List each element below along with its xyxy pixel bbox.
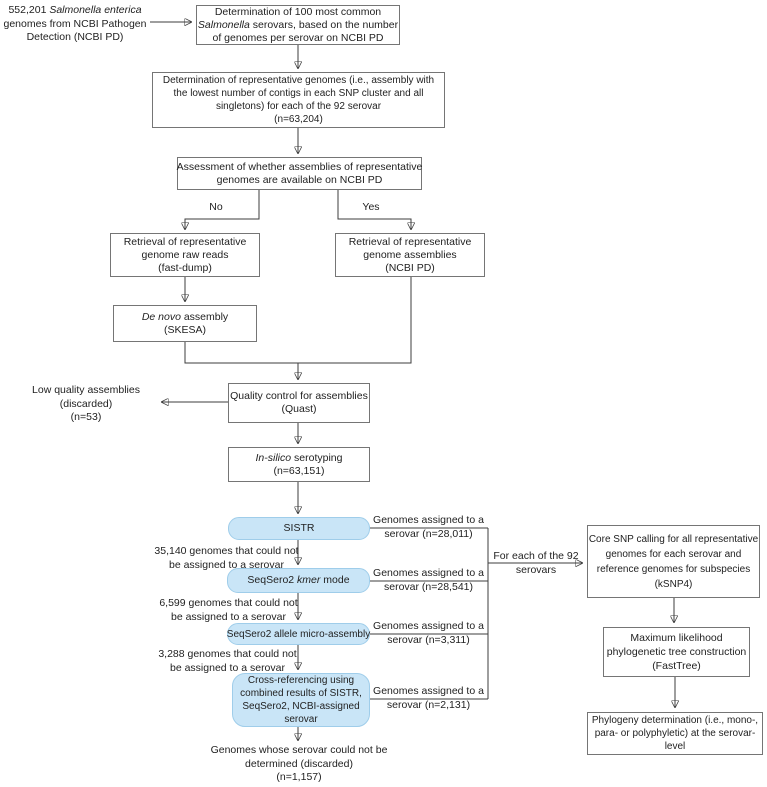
box-denovo-assembly: De novo assembly (SKESA) <box>113 305 257 342</box>
assigned-label-crossref: Genomes assigned to a serovar (n=2,131) <box>371 685 486 712</box>
text-line: Genomes whose serovar could not be <box>210 744 388 756</box>
unassigned-note-allele: 3,288 genomes that could not be assigned… <box>155 648 300 675</box>
text-line: Maximum likelihood <box>630 632 723 644</box>
text-line: (n=63,204) <box>274 114 323 125</box>
text-line: of genomes per serovar on NCBI PD <box>212 31 384 44</box>
text-line: Phylogeny determination (i.e., mono-, <box>591 715 759 726</box>
text-line: Genomes assigned to a <box>373 620 484 632</box>
box-retrieval-raw-reads: Retrieval of representative genome raw r… <box>110 233 260 277</box>
text-line: (NCBI PD) <box>385 261 435 274</box>
text-line: genome assemblies <box>363 248 457 261</box>
text-line: For each of the 92 <box>493 550 579 562</box>
text-line: In-silico serotyping <box>255 451 343 464</box>
text-line: (n=1,157) <box>276 771 322 783</box>
branch-label-yes: Yes <box>362 201 380 213</box>
text-line: SISTR <box>283 522 315 534</box>
discarded-note: Genomes whose serovar could not be deter… <box>206 744 392 785</box>
text-line: 6,599 genomes that could not <box>159 597 298 609</box>
text-line: serovars <box>515 564 557 576</box>
text-line: level <box>664 741 686 752</box>
low-quality-note: Low quality assemblies (discarded) (n=53… <box>16 384 156 425</box>
box-insilico-serotyping: In-silico serotyping (n=63,151) <box>228 447 370 482</box>
text-line: SeqSero2 allele micro-assembly <box>226 628 371 640</box>
text-line: Genomes assigned to a <box>373 567 484 579</box>
text-line: genomes are available on NCBI PD <box>216 173 383 186</box>
text-line: be assigned to a serovar <box>171 610 286 623</box>
text-line: genomes for each serovar and <box>605 548 742 560</box>
box-seqsero-kmer: SeqSero2 kmer mode <box>227 568 370 593</box>
box-determination-serovars: Determination of 100 most common Salmone… <box>196 5 400 45</box>
text-line: 35,140 genomes that could not <box>154 545 299 557</box>
text-line: serovar (n=2,131) <box>386 698 471 711</box>
text-line: SeqSero2, NCBI-assigned <box>242 701 360 712</box>
intro-note: 552,201 Salmonella enterica genomes from… <box>0 4 150 45</box>
branch-label-no: No <box>209 201 223 213</box>
text-line: (fast-dump) <box>158 261 212 274</box>
text-line: Salmonella serovars, based on the number <box>197 18 399 31</box>
text-line: genomes from NCBI Pathogen <box>3 17 147 30</box>
box-quality-control: Quality control for assemblies (Quast) <box>228 383 370 423</box>
text-line: 552,201 Salmonella enterica <box>8 4 142 16</box>
text-line: 3,288 genomes that could not <box>158 648 297 660</box>
text-line: (FastTree) <box>652 660 701 672</box>
text-line: Genomes assigned to a <box>373 685 484 697</box>
box-cross-referencing: Cross-referencing using combined results… <box>232 673 370 727</box>
text-line: serovar (n=28,541) <box>383 580 473 593</box>
text-line: Quality control for assemblies <box>230 390 368 402</box>
text-line: serovar (n=28,011) <box>384 527 473 540</box>
box-sistr: SISTR <box>228 517 370 540</box>
foreach-serovars-label: For each of the 92 serovars <box>490 549 582 577</box>
arrow-branch-no <box>185 190 260 229</box>
text-line: be assigned to a serovar <box>169 558 284 571</box>
text-line: Core SNP calling for all representative <box>588 533 759 545</box>
unassigned-note-sistr: 35,140 genomes that could not be assigne… <box>153 545 300 572</box>
text-line: combined results of SISTR, <box>240 688 362 699</box>
text-line: Genomes assigned to a <box>373 514 484 526</box>
text-line: serovar (n=3,311) <box>387 633 470 646</box>
text-line: (SKESA) <box>163 323 206 336</box>
assigned-label-sistr: Genomes assigned to a serovar (n=28,011) <box>371 514 486 541</box>
assigned-label-kmer: Genomes assigned to a serovar (n=28,541) <box>371 567 486 594</box>
box-retrieval-assemblies: Retrieval of representative genome assem… <box>335 233 485 277</box>
text-line: reference genomes for subspecies <box>596 563 751 575</box>
text-line: Determination of representative genomes … <box>162 75 435 86</box>
box-seqsero-allele: SeqSero2 allele micro-assembly <box>227 623 370 645</box>
text-line: phylogenetic tree construction <box>606 646 747 658</box>
box-core-snp-calling: Core SNP calling for all representative … <box>587 525 760 598</box>
box-representative-genomes: Determination of representative genomes … <box>152 72 445 128</box>
text-line: Determination of 100 most common <box>214 5 382 18</box>
text-line: genome raw reads <box>141 248 229 261</box>
text-line: para- or polyphyletic) at the serovar- <box>594 728 756 739</box>
text-line: be assigned to a serovar <box>170 661 285 674</box>
text-line: Cross-referencing using <box>247 675 355 686</box>
text-line: determined (discarded) <box>245 757 353 770</box>
box-phylogeny-determination: Phylogeny determination (i.e., mono-, pa… <box>587 712 763 755</box>
text-line: (n=53) <box>70 411 102 423</box>
box-ml-tree: Maximum likelihood phylogenetic tree con… <box>603 627 750 677</box>
text-line: Assessment of whether assemblies of repr… <box>176 160 423 173</box>
text-line: Detection (NCBI PD) <box>26 31 124 43</box>
text-line: (Quast) <box>281 403 317 415</box>
text-line: Retrieval of representative <box>123 235 247 248</box>
text-line: singletons) for each of the 92 serovar <box>215 101 382 112</box>
assigned-label-allele: Genomes assigned to a serovar (n=3,311) <box>371 620 486 647</box>
text-line: Low quality assemblies <box>32 384 140 396</box>
text-line: (n=63,151) <box>273 464 325 477</box>
arrow-branch-yes <box>337 190 411 229</box>
text-line: (kSNP4) <box>654 578 693 590</box>
text-line: Retrieval of representative <box>348 235 472 248</box>
text-line: serovar <box>284 714 318 725</box>
text-line: (discarded) <box>59 397 113 410</box>
box-assessment-availability: Assessment of whether assemblies of repr… <box>177 157 422 190</box>
text-line: the lowest number of contigs in each SNP… <box>173 88 424 99</box>
text-line: SeqSero2 kmer mode <box>247 574 350 586</box>
text-line: De novo assembly <box>141 310 229 323</box>
unassigned-note-kmer: 6,599 genomes that could not be assigned… <box>157 597 300 624</box>
